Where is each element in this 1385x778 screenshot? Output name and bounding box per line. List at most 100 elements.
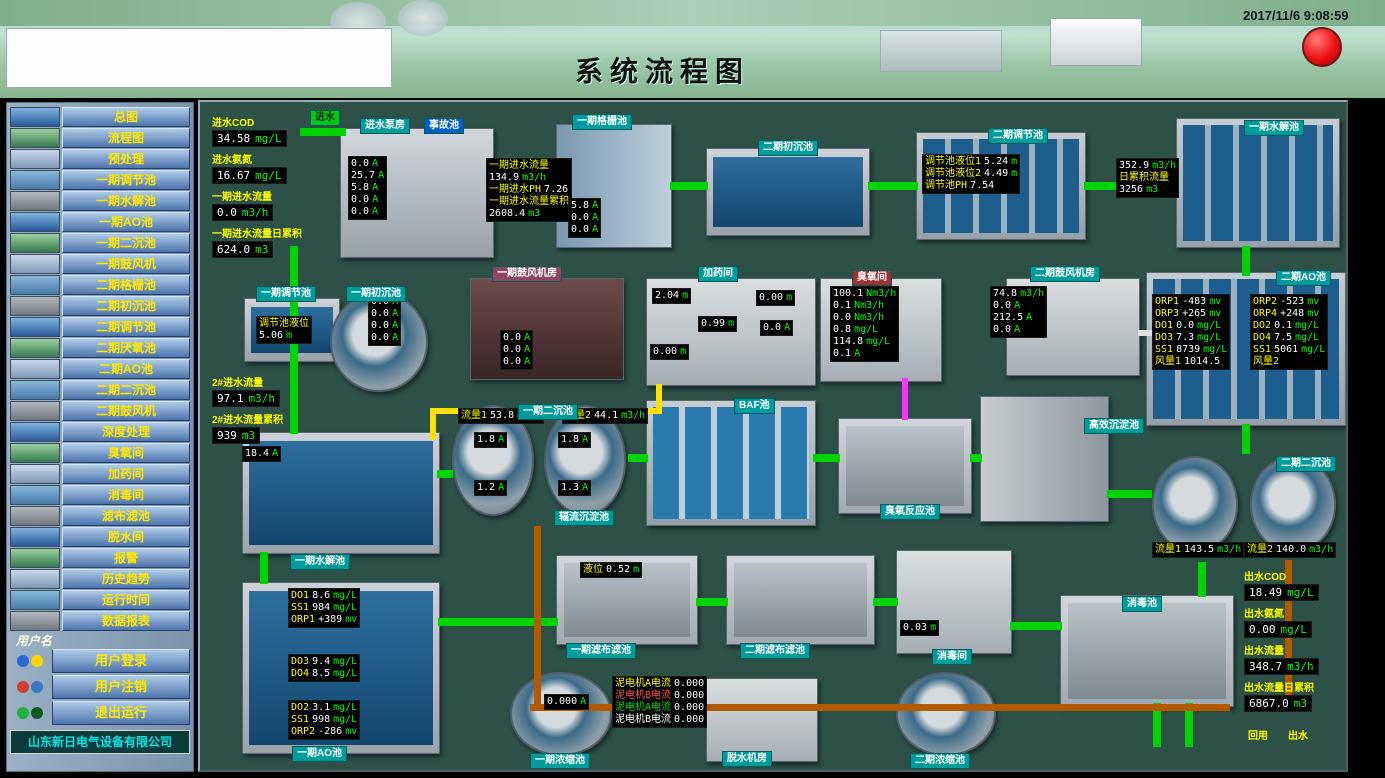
pipe-segment — [1107, 490, 1152, 498]
sidebar-item-3[interactable]: 一期调节池 — [62, 170, 190, 190]
value-unit: mv — [1307, 296, 1320, 307]
basin-equipment — [1060, 595, 1234, 707]
value-number: 0.0 — [371, 308, 390, 319]
sidebar-item-6[interactable]: 一期二沉池 — [62, 233, 190, 253]
equipment-label: 一期二沉池 — [518, 404, 578, 420]
sidebar-item-11[interactable]: 二期厌氧池 — [62, 338, 190, 358]
value-unit: mg/L — [866, 336, 891, 347]
sidebar-row: 总图 — [10, 107, 190, 127]
sidebar-item-24[interactable]: 数据报表 — [62, 611, 190, 631]
page-title: 系统流程图 — [575, 56, 751, 87]
sidebar-item-16[interactable]: 臭氧间 — [62, 443, 190, 463]
sidebar-item-9[interactable]: 二期初沉池 — [62, 296, 190, 316]
value-label: ORP1 — [291, 614, 316, 625]
equipment-label: 一期初沉池 — [346, 286, 406, 302]
equipment-label: 二期二沉池 — [1276, 456, 1336, 472]
equipment-label: 进水泵房 — [360, 118, 410, 134]
sidebar-item-12[interactable]: 二期AO池 — [62, 359, 190, 379]
value-label: 泥电机A电流 — [615, 702, 672, 713]
auth-button-1[interactable]: 用户注销 — [52, 675, 190, 699]
value-label: DO3 — [1155, 332, 1174, 343]
auth-button-0[interactable]: 用户登录 — [52, 649, 190, 673]
stat-unit: m3/h — [248, 392, 276, 405]
pipe-segment — [1138, 330, 1154, 336]
sidebar-item-15[interactable]: 深度处理 — [62, 422, 190, 442]
pipe-segment — [670, 182, 708, 190]
value-unit: Nm3/h — [854, 300, 885, 311]
preview-thumbnail-icon — [10, 233, 60, 253]
sidebar-item-2[interactable]: 预处理 — [62, 149, 190, 169]
sidebar-item-19[interactable]: 滤布滤池 — [62, 506, 190, 526]
sidebar-item-23[interactable]: 运行时间 — [62, 590, 190, 610]
value-number: 0.00 — [653, 346, 678, 357]
value-label: 风量1 — [1155, 356, 1182, 367]
value-number: 0.0 — [371, 320, 390, 331]
sidebar-item-21[interactable]: 报警 — [62, 548, 190, 568]
value-unit: m3 — [528, 208, 541, 219]
data-row: 调节池液位 — [259, 318, 309, 330]
preview-thumbnail-icon — [10, 212, 60, 232]
value-number: 1.8 — [561, 434, 580, 445]
stat-unit: mg/L — [255, 132, 282, 145]
value-number: 114.8 — [833, 336, 864, 347]
sidebar-item-17[interactable]: 加药间 — [62, 464, 190, 484]
auth-button-2[interactable]: 退出运行 — [52, 701, 190, 725]
power-icon — [17, 707, 29, 719]
value-number: 5.24 — [984, 156, 1009, 167]
value-label: 一期进水流量累积 — [489, 196, 569, 207]
sidebar-item-0[interactable]: 总图 — [62, 107, 190, 127]
sidebar-row: 一期水解池 — [10, 191, 190, 211]
alarm-indicator-light[interactable] — [1302, 27, 1342, 67]
sidebar-item-7[interactable]: 一期鼓风机 — [62, 254, 190, 274]
value-label: 泥电机B电流 — [615, 714, 672, 725]
data-row: 一期进水流量 — [489, 160, 569, 172]
stat-unit: mg/L — [255, 169, 282, 182]
value-number: 0.000 — [674, 690, 705, 701]
value-unit: A — [592, 224, 599, 235]
sidebar-item-5[interactable]: 一期AO池 — [62, 212, 190, 232]
sidebar-item-14[interactable]: 二期鼓风机 — [62, 401, 190, 421]
sidebar-item-1[interactable]: 流程图 — [62, 128, 190, 148]
sidebar-item-13[interactable]: 二期二沉池 — [62, 380, 190, 400]
sidebar-item-10[interactable]: 二期调节池 — [62, 317, 190, 337]
value-label: DO3 — [291, 656, 310, 667]
value-number: 0.0 — [371, 332, 390, 343]
sidebar-item-18[interactable]: 消毒间 — [62, 485, 190, 505]
sidebar-item-8[interactable]: 二期格栅池 — [62, 275, 190, 295]
process-flow-diagram: 进水进水泵房事故池一期格栅池二期初沉池二期调节池一期水解池一期调节池一期初沉池一… — [198, 100, 1348, 772]
stat-number: 0.0 — [217, 206, 237, 219]
pipe-segment — [628, 454, 648, 462]
value-unit: mg/L — [333, 590, 358, 601]
sidebar-item-4[interactable]: 一期水解池 — [62, 191, 190, 211]
value-unit: A — [372, 182, 379, 193]
sidebar-item-22[interactable]: 历史趋势 — [62, 569, 190, 589]
sidebar-item-20[interactable]: 脱水间 — [62, 527, 190, 547]
value-unit: mg/L — [333, 714, 358, 725]
value-unit: mv — [345, 614, 358, 625]
value-number: 8.5 — [312, 668, 331, 679]
stat-label: 出水氨氮 — [1244, 609, 1284, 620]
preview-thumbnail-icon — [10, 527, 60, 547]
value-number: 1.3 — [561, 482, 580, 493]
